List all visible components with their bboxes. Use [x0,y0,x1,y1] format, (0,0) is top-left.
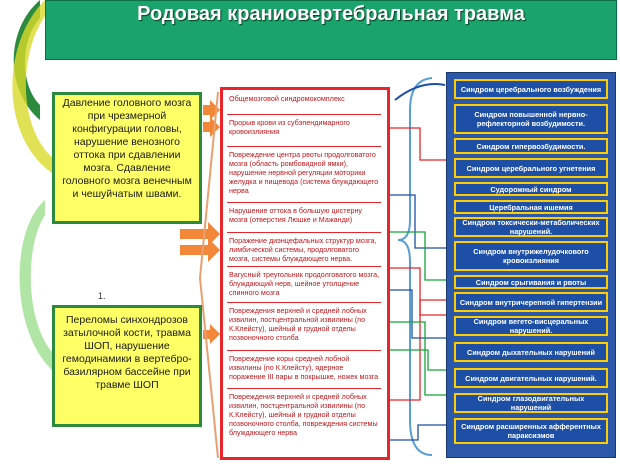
syndrome-box: Синдром вегето-висцеральных нарушений. [454,316,608,336]
cause-marker: 1. [98,291,106,301]
syndrome-box: Синдром срыгивания и рвоты [454,275,608,289]
arrow-cause-top [203,100,220,120]
arrow-cause-mid [180,222,220,246]
pathology-panel: Общемозговой синдромокомплекс Прорыв кро… [220,87,390,460]
curved-arrow-yellow [12,0,55,175]
syndrome-box: Синдром повышенной нервно-рефлекторной в… [454,104,608,134]
cause-box-fractures: Переломы синхондрозов затылочной кости, … [52,305,202,427]
arrow-cause-top-2 [203,117,220,137]
syndrome-box: Синдром внутрижелудочкового кровоизлияни… [454,241,608,271]
arrow-cause-lower [203,324,220,344]
title-bar: Родовая краниовертебральная травма [45,0,617,60]
syndrome-box: Синдром церебрального угнетения [454,158,608,178]
syndrome-panel: Синдром церебрального возбуждения Синдро… [446,72,616,458]
pathology-item: Повреждения верхней и средней лобных изв… [229,392,378,437]
connector-green-2 [390,321,447,396]
pathology-item: Поражение диэнцефальных структур мозга, … [229,236,377,263]
pathology-item: Вагусный треугольник продолговатого мозг… [229,270,380,297]
pathology-item: Повреждение центра рвоты продолговатого … [229,150,379,195]
syndrome-box: Синдром гипервозбудимости. [454,138,608,154]
syndrome-box: Синдром внутричерепной гипертензии [454,292,608,312]
syndrome-box: Синдром церебрального возбуждения [454,79,608,99]
curly-brace [397,77,433,456]
syndrome-box: Синдром дыхательных нарушений [454,342,608,362]
cause-box-compression: Давление головного мозга при чрезмерной … [52,92,202,224]
connector-red-2 [390,267,447,316]
connector-blue-2 [390,289,447,339]
syndrome-box: Синдром глазодвигательных нарушений [454,393,608,413]
connector-blue-1 [390,194,447,249]
syndrome-box: Синдром токсически-метаболических наруше… [454,217,608,237]
connector-green-1 [390,231,447,281]
arrow-cause-bottom [180,238,220,262]
curved-arrow-lightgreen [19,200,52,370]
pathology-item: Общемозговой синдромокомплекс [229,94,345,103]
pathology-item: Повреждение коры средней лобной извилины… [229,354,379,381]
connector-blue-3 [390,424,447,441]
pathology-item: Прорыв крови из субэпендимарного кровоиз… [229,118,350,136]
connector-green-3 [390,349,447,371]
syndrome-box: Судорожный синдром [454,182,608,196]
pathology-item: Нарушение оттока в большую цистерну мозг… [229,206,363,224]
top-brace [394,83,446,101]
bracket-left [198,91,219,459]
syndrome-box: Синдром расширенных афферентных параксиз… [454,418,608,444]
pathology-item: Повреждения верхней и средней лобных изв… [229,306,367,342]
connector-red-1 [390,127,447,161]
page-title: Родовая краниовертебральная травма [137,3,525,25]
syndrome-box: Синдром двигательных нарушений. [454,368,608,388]
syndrome-box: Церебральная ишемия [454,200,608,214]
